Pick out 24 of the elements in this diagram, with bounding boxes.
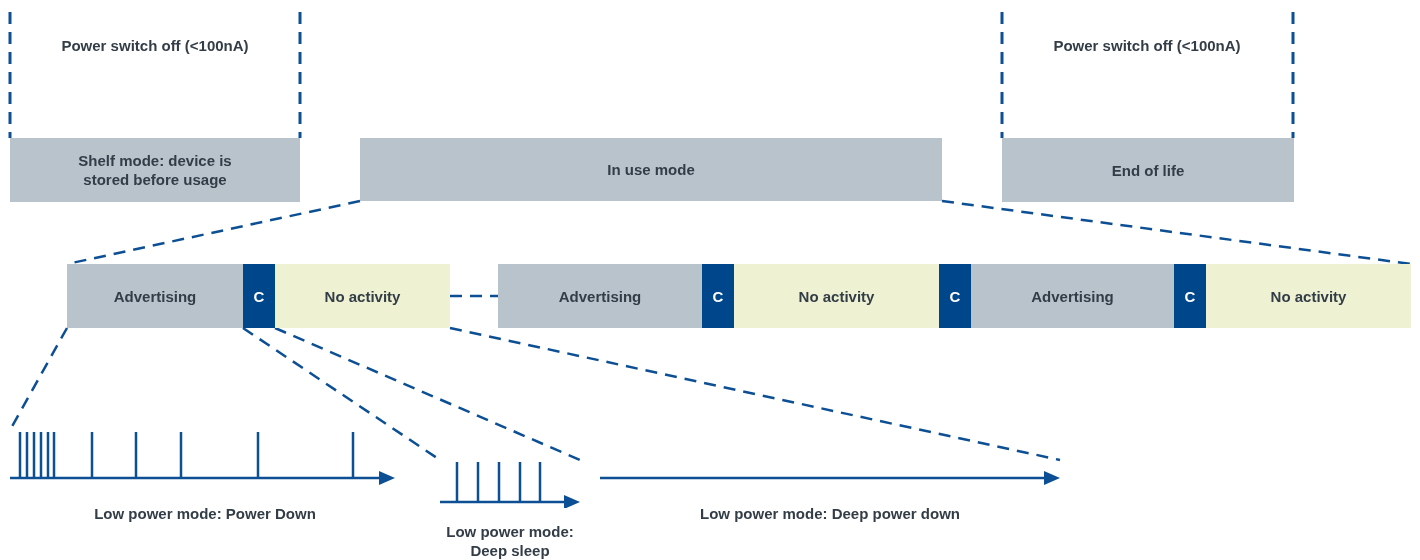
connection-bar: C: [939, 264, 971, 328]
idle-bar: No activity: [734, 264, 939, 328]
advertising-bar: Advertising: [971, 264, 1174, 328]
pulse-waveform-drawing: [440, 460, 580, 508]
mode-bar: In use mode: [360, 138, 942, 201]
zoom-line: [941, 199, 1412, 266]
mode-bar: Shelf mode: device is stored before usage: [10, 138, 300, 202]
mode-caption: Low power mode: Power Down: [93, 504, 317, 523]
advertising-bar: Advertising: [67, 264, 243, 328]
mode-caption: Low power mode: Deep power down: [699, 504, 961, 523]
connection-bar: C: [702, 264, 734, 328]
mode-caption: Low power mode: Deep sleep: [445, 522, 575, 560]
state-label: Power switch off (<100nA): [1052, 36, 1242, 55]
pulse-waveform-drawing: [10, 430, 395, 486]
zoom-line: [274, 326, 581, 462]
zoom-line: [449, 326, 1061, 462]
connection-bar: C: [1174, 264, 1206, 328]
advertising-bar: Advertising: [498, 264, 702, 328]
state-label: Power switch off (<100nA): [60, 36, 250, 55]
connection-bar: C: [243, 264, 275, 328]
idle-bar: No activity: [1206, 264, 1411, 328]
zoom-line: [450, 294, 498, 298]
mode-bar: End of life: [1002, 138, 1294, 202]
idle-bar: No activity: [275, 264, 450, 328]
